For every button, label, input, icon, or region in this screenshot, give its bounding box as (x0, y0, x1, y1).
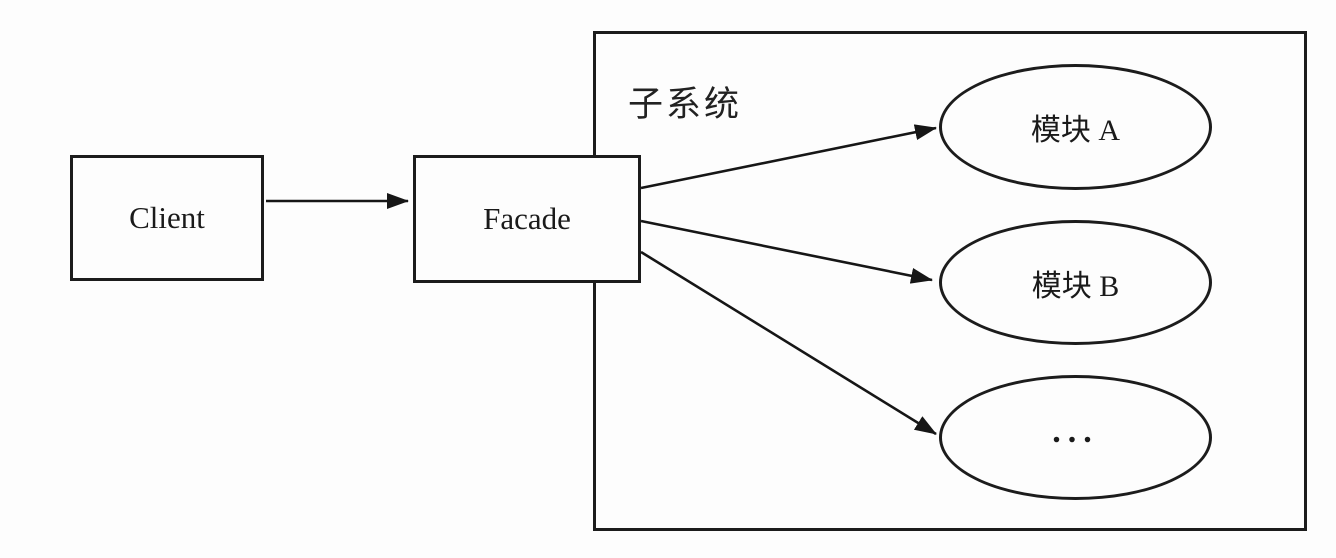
client-label: Client (129, 200, 205, 235)
client-node: Client (70, 155, 264, 281)
module-a-node: 模块 A (939, 64, 1212, 190)
subsystem-label: 子系统 (628, 85, 743, 124)
facade-label: Facade (483, 201, 571, 236)
module-b-label: 模块 B (1031, 269, 1120, 303)
module-more-node: ... (939, 375, 1212, 500)
module-b-node: 模块 B (939, 220, 1212, 345)
facade-node: Facade (413, 155, 641, 283)
module-a-label: 模块 A (1030, 114, 1121, 147)
module-more-label: ... (1052, 412, 1099, 450)
